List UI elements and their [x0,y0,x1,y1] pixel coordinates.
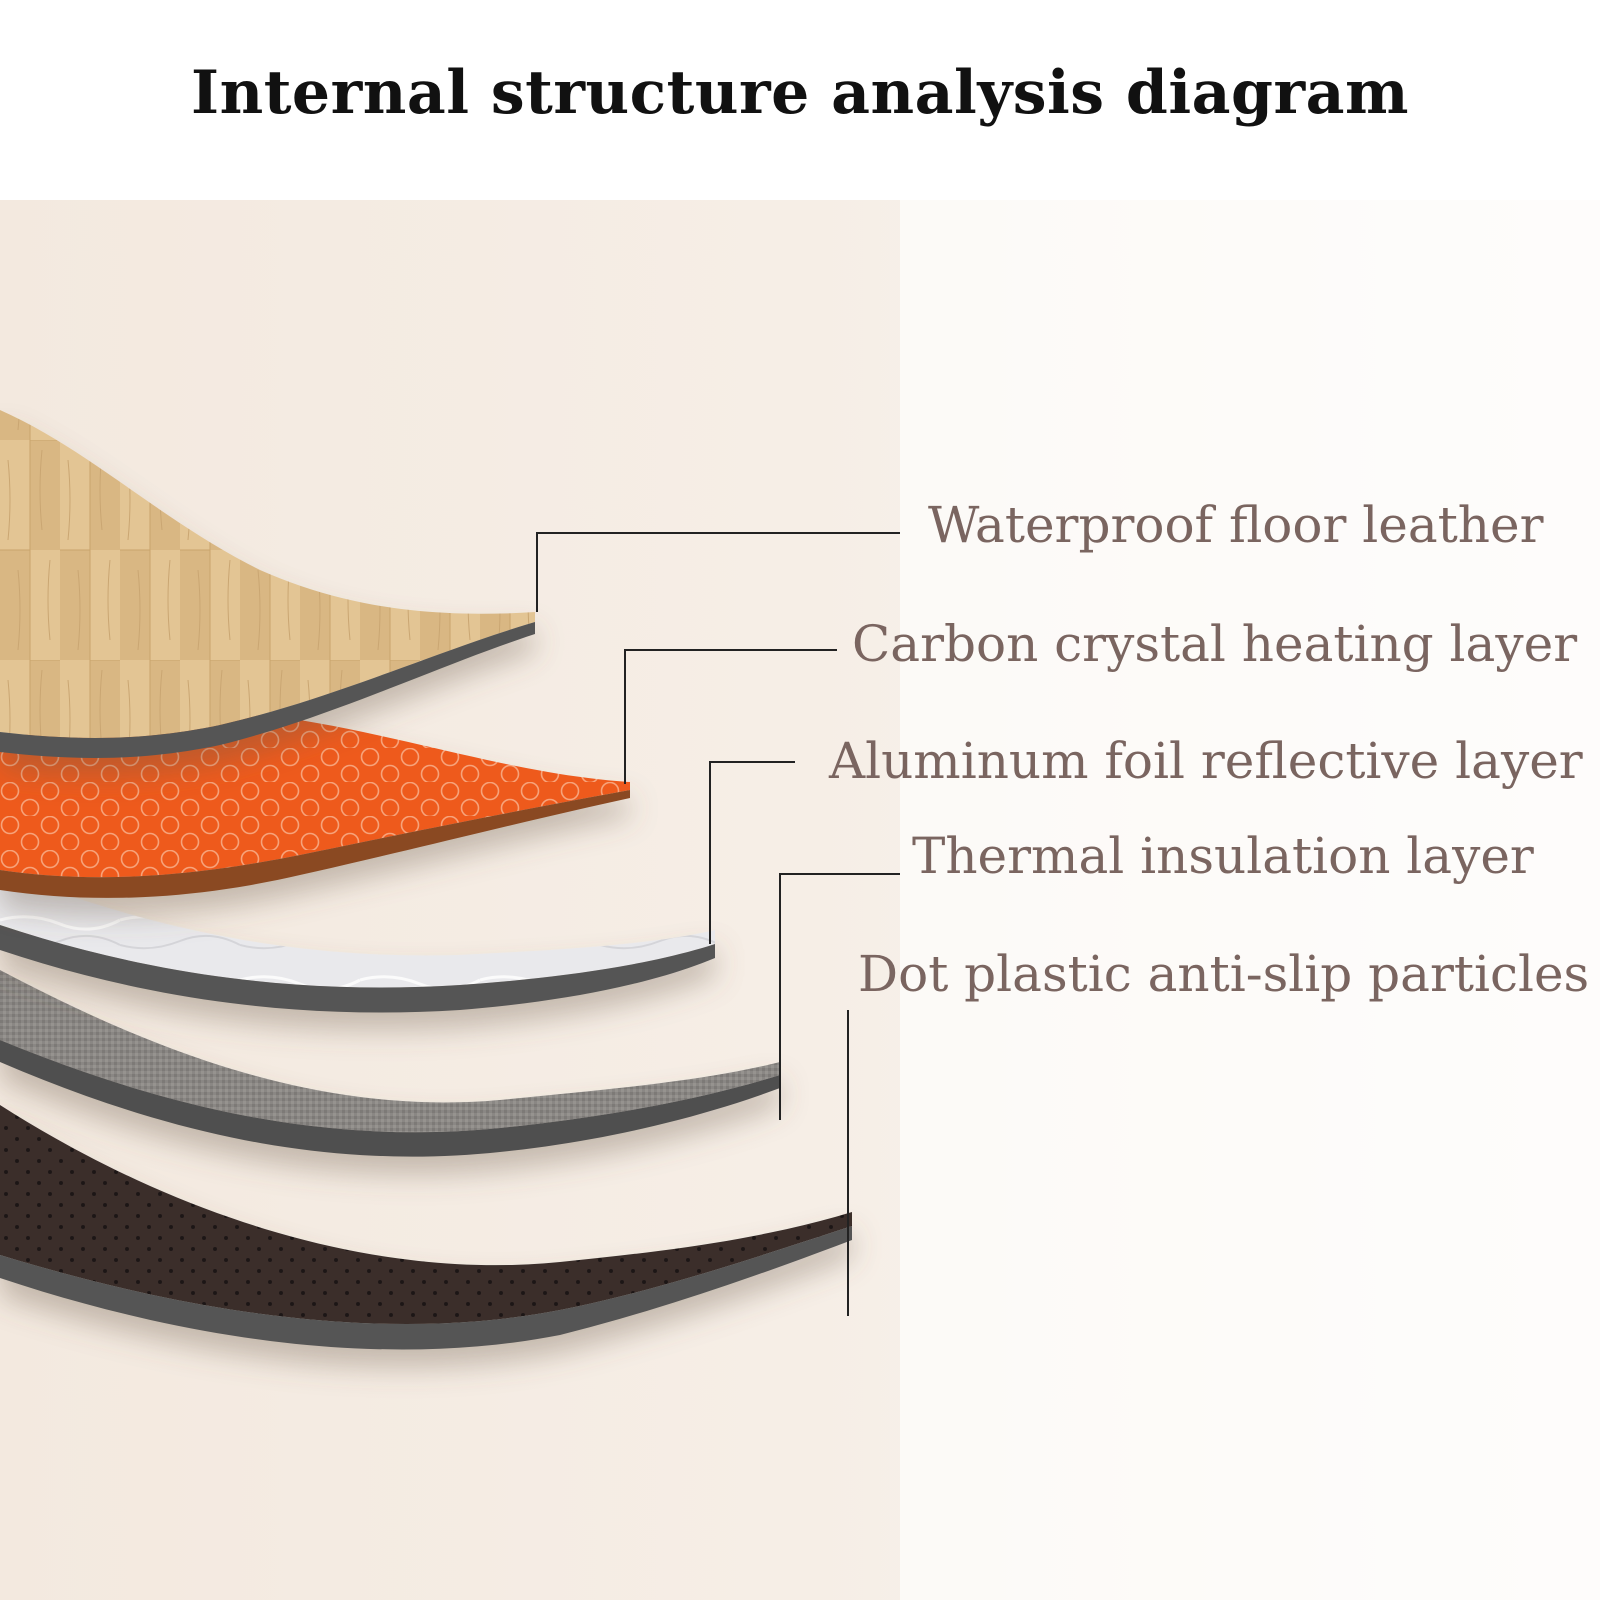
layer-thermal-insulation [0,970,780,1157]
label-floor-leather: Waterproof floor leather [928,496,1544,554]
leader-line-carbon-crystal [624,649,837,784]
leader-line-thermal-insulation [779,873,900,1120]
diagram-title: Internal structure analysis diagram [191,58,1409,128]
label-dot-anti-slip: Dot plastic anti-slip particles [858,945,1590,1003]
layer-aluminum-foil [0,870,715,1013]
layer-dot-anti-slip [0,1105,852,1350]
leader-line-floor-leather [536,532,900,612]
leader-line-aluminum-foil [709,761,795,944]
background-panel-right [900,200,1600,1600]
label-aluminum-foil: Aluminum foil reflective layer [829,732,1583,790]
label-carbon-crystal: Carbon crystal heating layer [852,615,1578,673]
layer-floor-leather [0,410,535,758]
label-thermal-insulation: Thermal insulation layer [912,827,1534,885]
layer-illustration [0,200,1600,1600]
